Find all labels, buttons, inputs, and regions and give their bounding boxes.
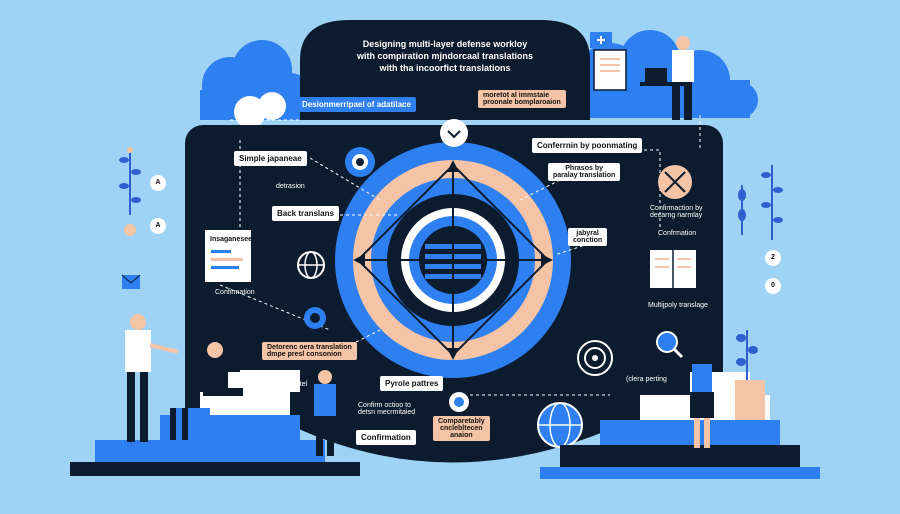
gear-icon bbox=[345, 147, 375, 177]
label-confirmation-check-line-1: Confirmaction by bbox=[650, 205, 703, 212]
label-multi-translate: Multijpoly translage bbox=[648, 302, 708, 309]
label-top-right-line-2: proonale bomplaroaion bbox=[483, 99, 561, 106]
label-confirmation-check-line-2: decarng narmlay bbox=[650, 212, 703, 219]
person-desk-top-right bbox=[640, 36, 694, 120]
label-confirm-paraphrase: Conferrnin by poonmating bbox=[532, 138, 643, 153]
label-comparatibly-line-3: anaion bbox=[450, 432, 473, 439]
number-badge-2: 0 bbox=[765, 278, 781, 294]
label-confirm-bottom-line-1: Confirm octioo to bbox=[358, 402, 411, 409]
label-japanese-doc: Insaganesee bbox=[210, 236, 253, 243]
dot-peach-icon bbox=[124, 224, 136, 236]
number-badge: 2 bbox=[765, 250, 781, 266]
label-confirm-bottom-line-2: detsn mecrmitaied bbox=[358, 409, 416, 416]
label-jabyral-line-1: jabyral bbox=[576, 230, 599, 237]
plant-left-icon bbox=[119, 147, 141, 215]
gear-icon-bottom bbox=[449, 392, 469, 412]
label-pyrole-pattes: Pyrole pattres bbox=[380, 376, 444, 391]
label-phrases-line-2: paralay translation bbox=[553, 172, 616, 179]
stairs-right bbox=[540, 372, 820, 479]
label-jabyral-line-2: conction bbox=[573, 237, 603, 244]
label-comparatibly-line-2: cnclebltecen bbox=[440, 425, 483, 432]
label-top-right-line-1: moretot al immstaie bbox=[483, 92, 550, 99]
label-comparatibly-line-1: Comparetably bbox=[438, 418, 485, 425]
title-line-2: with compiration mjndorcaal translations bbox=[356, 51, 534, 61]
label-clera-perting: (clera perting bbox=[626, 376, 667, 383]
label-jabyral: jabyral conction bbox=[568, 228, 608, 246]
globe-icon bbox=[297, 251, 325, 279]
person-laptop-left bbox=[203, 342, 250, 396]
magnifier-icon bbox=[656, 331, 684, 359]
label-back-translate: Back translans bbox=[272, 206, 339, 221]
letter-a-badge: A bbox=[150, 175, 166, 191]
label-comparatibly: Comparetably cnclebltecen anaion bbox=[433, 416, 490, 441]
plant-right-icon bbox=[738, 165, 783, 240]
gear-icon-small bbox=[304, 307, 326, 329]
label-bottom-left-line-2: dmpe presl consonion bbox=[267, 351, 342, 358]
notepad-icon bbox=[593, 49, 627, 91]
calendar-icon bbox=[590, 32, 612, 48]
label-simple-japanese: Simple japaneae bbox=[234, 151, 307, 166]
letter-a-badge-2: A bbox=[150, 218, 166, 234]
document-left-icon bbox=[205, 230, 251, 282]
label-top-right: moretot al immstaie proonale bomplaroaio… bbox=[478, 90, 566, 108]
stairs-left bbox=[70, 370, 360, 476]
label-confirmation-check: Confirmaction by decarng narmlay bbox=[650, 205, 703, 219]
page-title: Designing multi-layer defense workloy wi… bbox=[330, 38, 560, 74]
label-confirm-bottom: Confirm octioo to detsn mecrmitaied bbox=[358, 402, 415, 416]
chevron-down-icon bbox=[447, 130, 461, 139]
envelope-icon bbox=[121, 274, 141, 289]
label-paratel: Paratel bbox=[285, 381, 308, 388]
target-icon bbox=[577, 340, 613, 376]
person-presenter-left bbox=[125, 314, 179, 442]
label-confirmation-right: Confrmation bbox=[658, 230, 697, 237]
label-phrases-line-1: Phrasos by bbox=[565, 165, 603, 172]
compass-icon bbox=[658, 165, 692, 199]
label-phrases: Phrasos by paralay translation bbox=[548, 163, 621, 181]
label-bottom-left-line-1: Detorenc oera translation bbox=[267, 344, 352, 351]
person-right-bottom bbox=[690, 350, 714, 448]
label-detrasion: detrasion bbox=[276, 183, 305, 190]
label-top-left: Desionmerripael of adatilace bbox=[297, 97, 416, 112]
cloud-left-icon bbox=[200, 40, 312, 128]
plant-pot-right-icon bbox=[736, 330, 758, 380]
title-line-3: with tha incoorfict translations bbox=[379, 63, 511, 73]
label-confirmation-bottom: Confirmation bbox=[356, 430, 416, 445]
label-bottom-left: Detorenc oera translation dmpe presl con… bbox=[262, 342, 357, 360]
title-line-1: Designing multi-layer defense workloy bbox=[362, 39, 528, 49]
globe-icon-bottom bbox=[537, 402, 583, 448]
chevron-circle bbox=[440, 119, 468, 147]
book-icon bbox=[650, 250, 696, 288]
person-center-bottom bbox=[314, 370, 336, 456]
label-confirmation-left: Confirmation bbox=[215, 289, 255, 296]
arrow-heads bbox=[353, 160, 553, 360]
